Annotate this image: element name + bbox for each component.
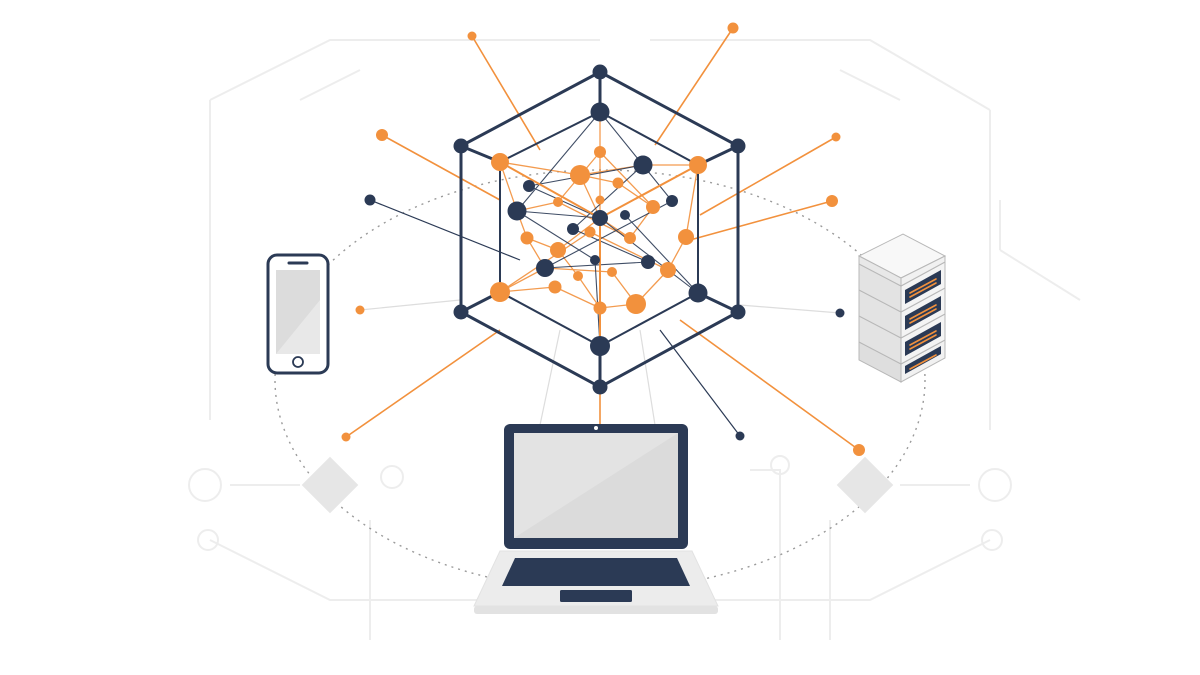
diamond-left <box>301 456 359 514</box>
diamond-right <box>836 456 894 514</box>
server-rack-icon <box>857 233 947 383</box>
spoke-end-dots <box>341 22 865 456</box>
smartphone-icon <box>266 253 330 375</box>
network-cube-icon <box>453 64 746 395</box>
faint-spokes <box>359 299 841 426</box>
background-circuit <box>188 39 1081 640</box>
laptop-icon <box>473 424 719 614</box>
orange-spokes <box>345 27 860 451</box>
